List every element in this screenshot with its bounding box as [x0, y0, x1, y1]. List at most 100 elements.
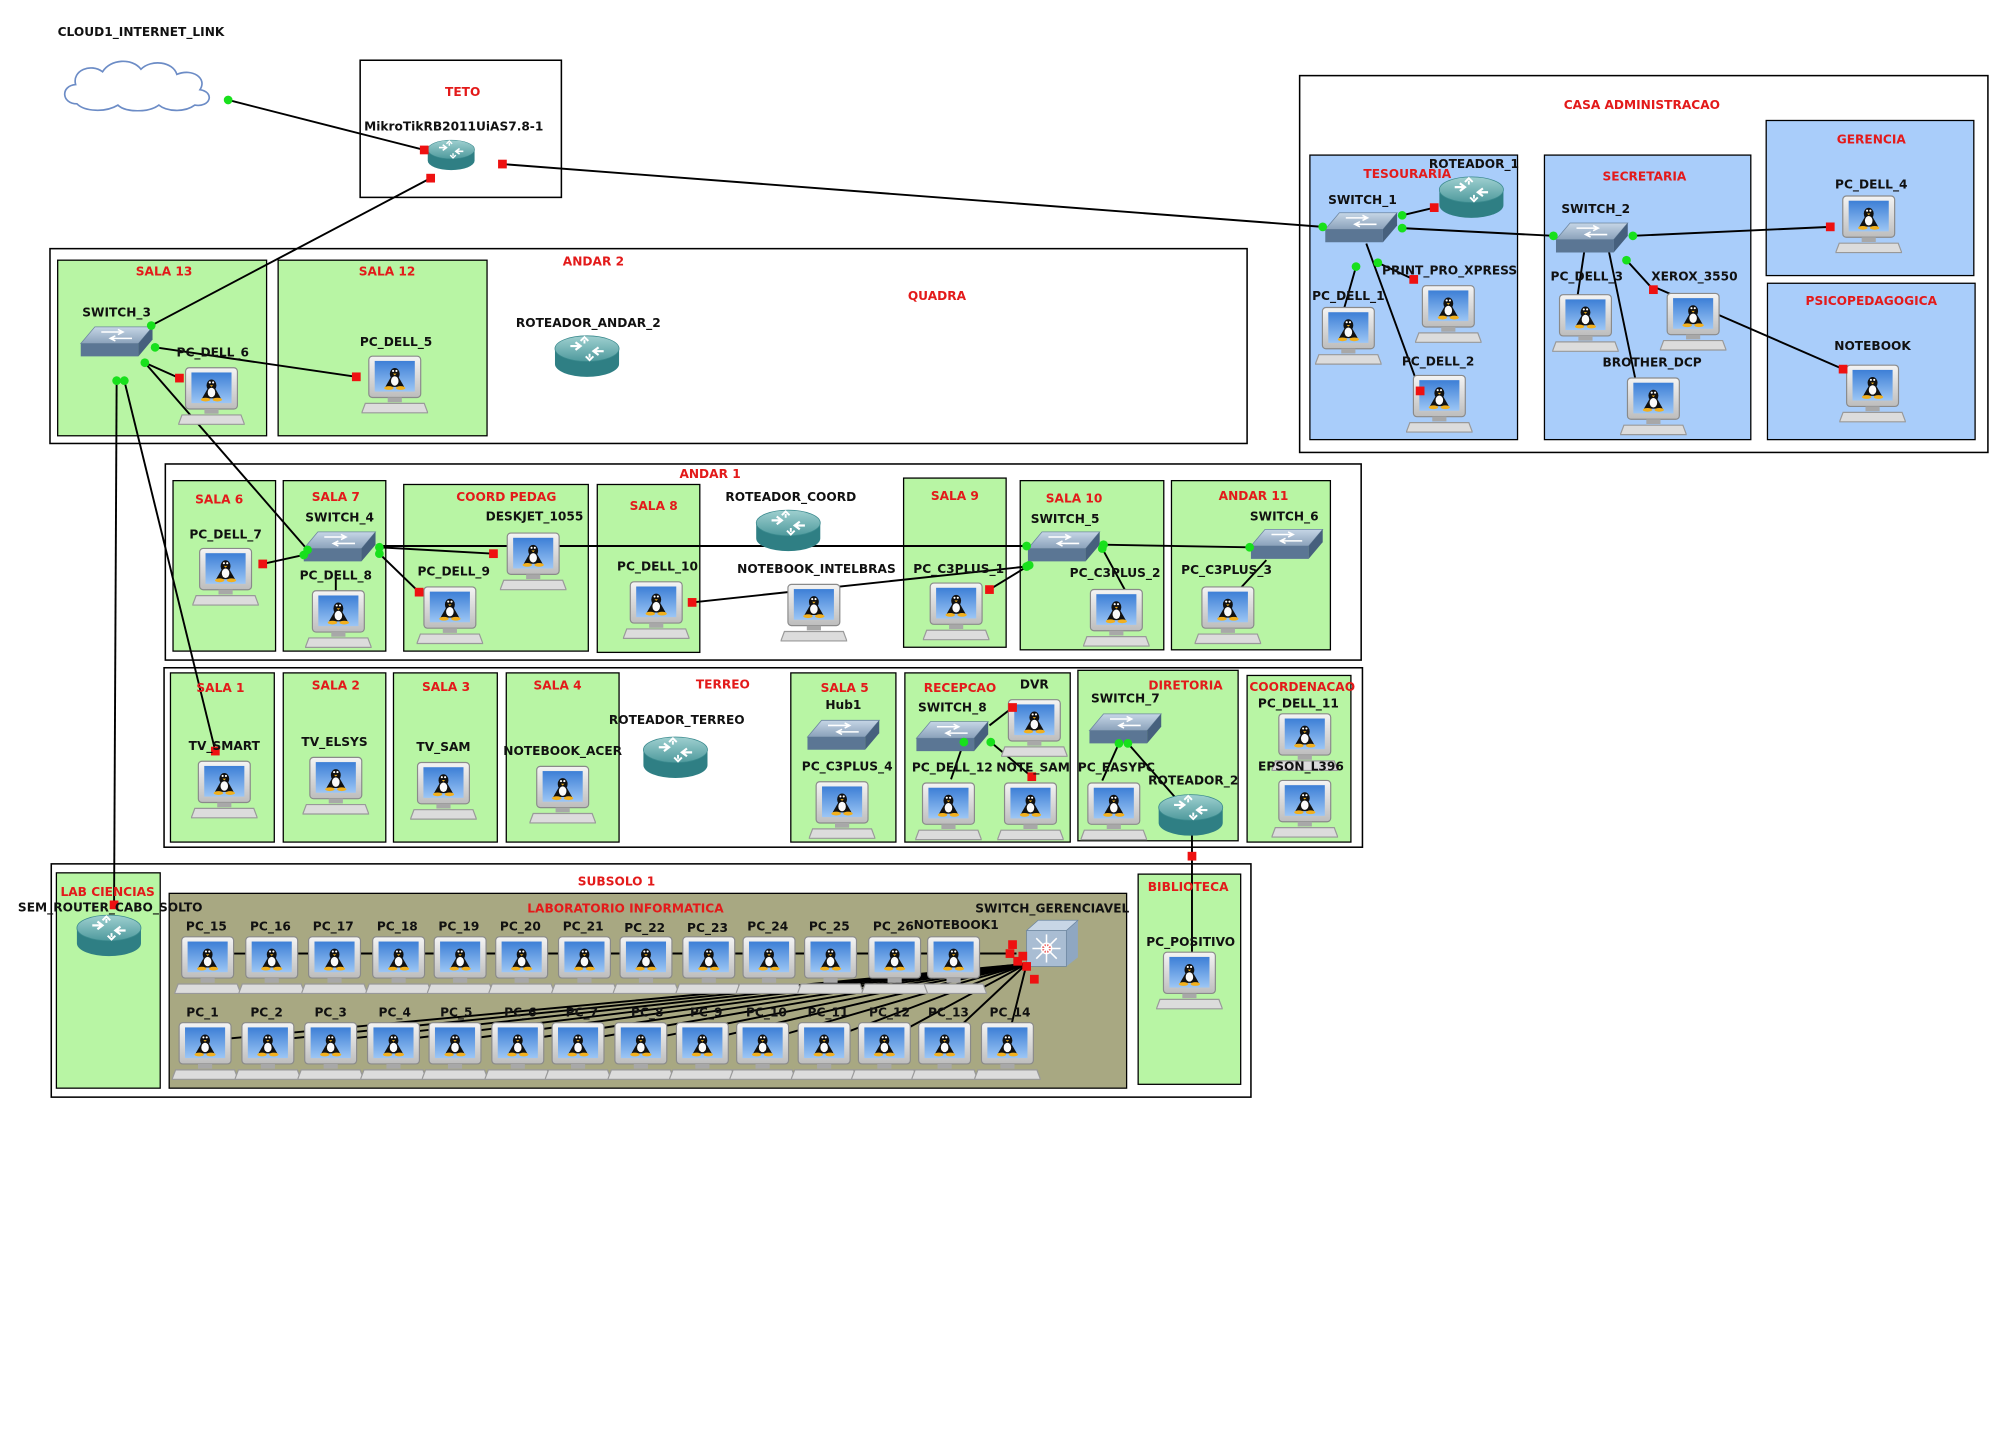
pc-c3plus-1-label: PC_C3PLUS_1: [913, 562, 1005, 577]
area-label-teto: TETO: [445, 85, 481, 100]
port-up: [959, 737, 969, 747]
port-up: [1351, 262, 1361, 271]
room-label-sala-1: SALA 1: [196, 681, 245, 696]
port-up: [303, 545, 312, 555]
hub1-label: Hub1: [825, 698, 862, 713]
room-label-secretaria: SECRETARIA: [1602, 170, 1687, 185]
network-topology-diagram: [49, 59, 1989, 1098]
port-up: [223, 95, 233, 105]
pc-dell-8-label: PC_DELL_8: [299, 569, 373, 584]
port-down: [210, 746, 220, 756]
lab-pc-label-bottom: PC_13: [928, 1006, 969, 1021]
port-up: [119, 376, 129, 386]
room-label-sala-7: SALA 7: [311, 490, 360, 505]
link: [990, 741, 1033, 778]
switch-7-label: SWITCH_7: [1090, 692, 1160, 707]
link: [378, 553, 420, 593]
lab-pc-label-top: PC_23: [687, 921, 728, 936]
port-up: [1373, 258, 1383, 268]
port-down: [687, 598, 697, 607]
area-label-andar-1: ANDAR 1: [679, 467, 741, 482]
lab-pc-label-bottom: PC_4: [378, 1006, 411, 1021]
room-label-sala-6: SALA 6: [195, 493, 244, 508]
port-down: [1838, 364, 1848, 374]
room-label-sala-4: SALA 4: [533, 679, 582, 694]
dvr-label: DVR: [1019, 678, 1049, 693]
pc-dell-1-label: PC_DELL_1: [1312, 289, 1385, 304]
lab-pc-label-top: PC_21: [562, 920, 604, 935]
link: [113, 380, 118, 905]
port-down: [1029, 974, 1039, 984]
area-label-terreo: TERREO: [695, 678, 750, 693]
lab-pc-label-top: PC_18: [376, 920, 418, 935]
room-label-tesouraria: TESOURARIA: [1363, 167, 1452, 183]
tv-elsys-label: TV_ELSYS: [301, 735, 368, 750]
port-down: [498, 159, 507, 169]
port-up: [146, 321, 156, 330]
pc-dell-3-label: PC_DELL_3: [1550, 270, 1623, 285]
room-label-sala-10: SALA 10: [1045, 492, 1103, 507]
note-sam-label: NOTE_SAM: [996, 761, 1070, 776]
port-down: [1008, 703, 1017, 712]
link: [1127, 742, 1183, 806]
lab-pc-label-top: PC_17: [312, 920, 354, 935]
room-label-sala-13: SALA 13: [135, 265, 193, 280]
area-label-andar-2: ANDAR 2: [562, 255, 625, 270]
room-label-coord-pedag: COORD PEDAG: [456, 490, 557, 505]
switch-1-label: SWITCH_1: [1328, 193, 1397, 208]
lab-pc-label-bottom: PC_2: [250, 1006, 283, 1021]
link: [1377, 261, 1415, 281]
pc-dell-9-label: PC_DELL_9: [417, 565, 490, 580]
link: [123, 380, 217, 752]
roteador-2-label: ROTEADOR_2: [1148, 774, 1239, 789]
link: [379, 546, 494, 555]
pc-easypc-label: PC_EASYPC: [1077, 761, 1155, 776]
port-down: [1415, 386, 1425, 396]
lab-pc-label-bottom: PC_10: [746, 1006, 787, 1021]
port-down: [985, 585, 994, 594]
switch-3-label: SWITCH_3: [82, 306, 152, 321]
lab-pc-label-bottom: PC_5: [440, 1006, 473, 1021]
link: [502, 163, 1323, 228]
print-pro-xpress-label: PRINT_PRO_XPRESS: [1382, 264, 1518, 279]
link: [1365, 243, 1422, 392]
link: [150, 177, 432, 327]
room-label-andar-11: ANDAR 11: [1218, 489, 1289, 504]
tv-sam-label: TV_SAM: [416, 740, 471, 755]
port-down: [1005, 949, 1015, 958]
notebook-intelbras-label: NOTEBOOK_INTELBRAS: [737, 562, 896, 577]
port-up: [1318, 222, 1328, 232]
room-label-sala-2: SALA 2: [311, 679, 360, 694]
lab-pc-label-bottom: PC_1: [186, 1006, 219, 1021]
link: [154, 346, 357, 378]
lab-pc-label-top: PC_24: [747, 920, 789, 935]
link: [1606, 243, 1637, 380]
port-up: [1628, 231, 1638, 241]
label-layer: TETO ANDAR 2 QUADRA CASA ADMINISTRACAO A…: [17, 26, 1938, 1021]
lab-pc-label-bottom: PC_12: [869, 1006, 910, 1021]
port-up: [1397, 210, 1407, 220]
link: [1625, 259, 1655, 291]
room-label-laboratorio-informatica: LABORATORIO INFORMATICA: [527, 902, 724, 917]
area-label-subsolo-1: SUBSOLO 1: [577, 875, 656, 890]
notebook1-label: NOTEBOOK1: [913, 918, 999, 934]
port-down: [351, 372, 361, 382]
sem-router-label: SEM_ROUTER_CABO_SOLTO: [17, 901, 203, 916]
lab-pc-label-top: PC_26: [872, 920, 914, 935]
room-label-sala-3: SALA 3: [421, 680, 471, 695]
port-up: [140, 358, 150, 368]
link: [227, 99, 425, 151]
port-down: [1429, 203, 1439, 212]
link: [1402, 227, 1554, 237]
lab-pc-label-top: PC_16: [249, 920, 291, 935]
pc-dell-11-label: PC_DELL_11: [1257, 697, 1339, 712]
port-down: [109, 900, 119, 910]
switch-8-label: SWITCH_8: [917, 701, 987, 716]
room-label-psicopedagogica: PSICOPEDAGOGICA: [1805, 294, 1938, 309]
link: [1401, 206, 1435, 217]
epson-l396-label: EPSON_L396: [1258, 760, 1344, 775]
pc-dell-4-label: PC_DELL_4: [1835, 178, 1908, 193]
mikrotik-label: MikroTikRB2011UiAS7.8-1: [364, 120, 544, 135]
port-down: [258, 559, 268, 569]
port-up: [1097, 544, 1107, 553]
